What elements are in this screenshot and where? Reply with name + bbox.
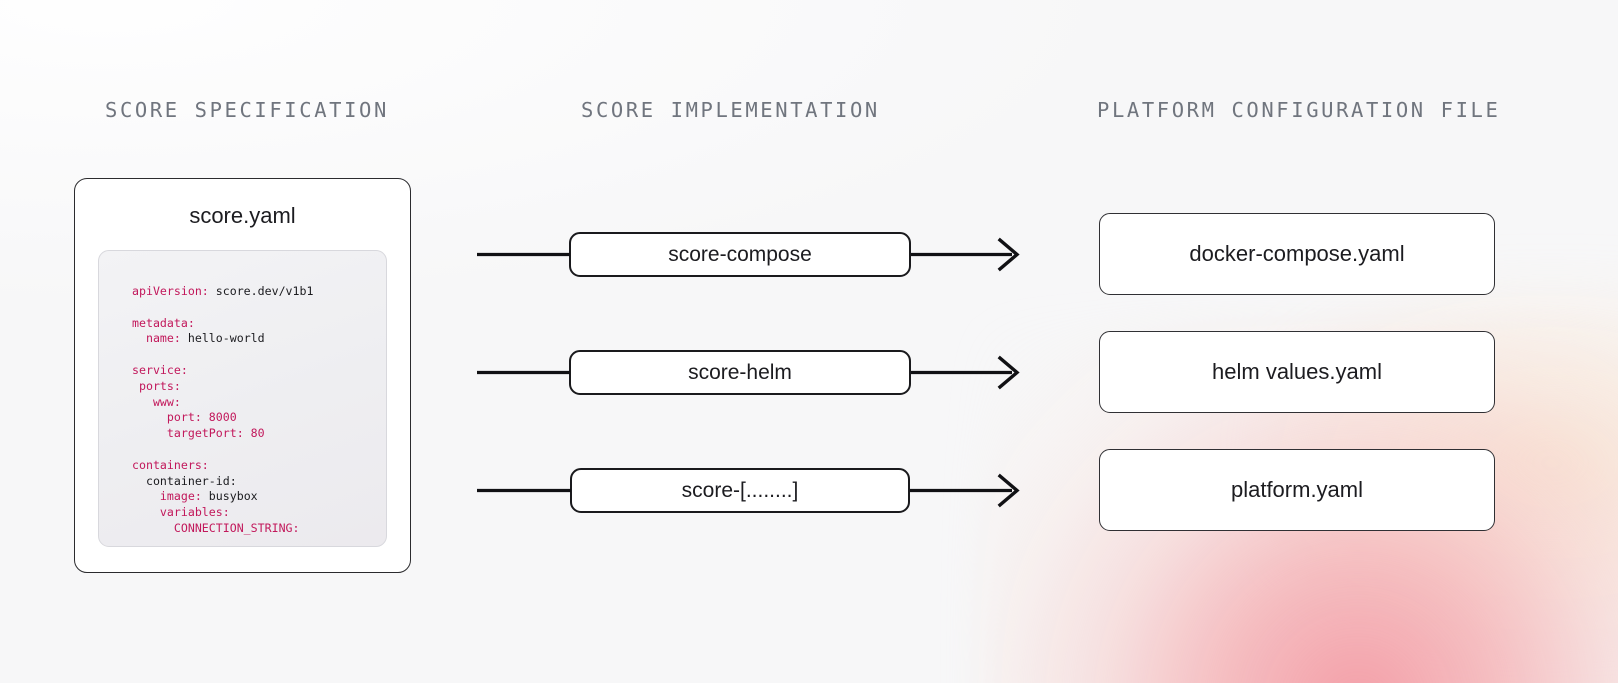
yaml-key: image: bbox=[132, 489, 202, 504]
score-yaml-card: score.yaml apiVersion: score.dev/v1b1 met… bbox=[74, 178, 411, 573]
score-yaml-code-block: apiVersion: score.dev/v1b1 metadata: name… bbox=[98, 250, 387, 547]
yaml-key: www: bbox=[132, 394, 181, 409]
yaml-key: name: bbox=[132, 331, 181, 346]
yaml-value: score.dev/v1b1 bbox=[208, 284, 314, 298]
yaml-value: busybox bbox=[201, 489, 258, 504]
yaml-value: container-id: bbox=[132, 473, 237, 488]
yaml-key: service: bbox=[132, 362, 188, 377]
score-yaml-code-text: apiVersion: score.dev/v1b1 metadata: name… bbox=[132, 284, 382, 537]
yaml-key: port: 8000 bbox=[132, 410, 237, 425]
yaml-line: metadata: bbox=[132, 316, 382, 332]
platform-config-box-platform-yaml[interactable]: platform.yaml bbox=[1099, 449, 1495, 531]
yaml-value: hello-world bbox=[180, 331, 265, 346]
yaml-blank-line bbox=[132, 347, 382, 363]
yaml-line: apiVersion: score.dev/v1b1 bbox=[132, 284, 382, 300]
yaml-line: name: hello-world bbox=[132, 331, 382, 347]
implementation-pill-score-helm[interactable]: score-helm bbox=[569, 350, 911, 395]
yaml-line: www: bbox=[132, 395, 382, 411]
yaml-line: container-id: bbox=[132, 474, 382, 490]
arrowhead-icon-3 bbox=[997, 473, 1020, 508]
arrowhead-icon-2 bbox=[997, 355, 1020, 390]
arrowhead-icon-1 bbox=[997, 237, 1020, 272]
yaml-key: containers: bbox=[132, 457, 209, 472]
yaml-line: CONNECTION_STRING: bbox=[132, 521, 382, 537]
score-yaml-card-title: score.yaml bbox=[189, 203, 296, 228]
yaml-line: variables: bbox=[132, 505, 382, 521]
yaml-line: containers: bbox=[132, 458, 382, 474]
column-header-score-specification: SCORE SPECIFICATION bbox=[105, 98, 389, 122]
yaml-line: image: busybox bbox=[132, 489, 382, 505]
platform-config-box-helm-values[interactable]: helm values.yaml bbox=[1099, 331, 1495, 413]
yaml-key: CONNECTION_STRING: bbox=[132, 520, 300, 535]
implementation-pill-score-generic[interactable]: score-[........] bbox=[570, 468, 910, 513]
yaml-key: targetPort: 80 bbox=[132, 426, 265, 441]
implementation-pill-score-compose[interactable]: score-compose bbox=[569, 232, 911, 277]
yaml-line: targetPort: 80 bbox=[132, 426, 382, 442]
platform-config-box-docker-compose[interactable]: docker-compose.yaml bbox=[1099, 213, 1495, 295]
yaml-key: metadata: bbox=[132, 315, 195, 330]
column-header-platform-configuration-file: PLATFORM CONFIGURATION FILE bbox=[1097, 98, 1501, 122]
yaml-line: port: 8000 bbox=[132, 410, 382, 426]
yaml-line: service: bbox=[132, 363, 382, 379]
yaml-key: variables: bbox=[132, 505, 230, 520]
yaml-blank-line bbox=[132, 442, 382, 458]
yaml-line: ports: bbox=[132, 379, 382, 395]
column-header-score-implementation: SCORE IMPLEMENTATION bbox=[581, 98, 880, 122]
yaml-blank-line bbox=[132, 300, 382, 316]
yaml-key: apiVersion: bbox=[132, 284, 209, 298]
yaml-key: ports: bbox=[132, 378, 181, 393]
